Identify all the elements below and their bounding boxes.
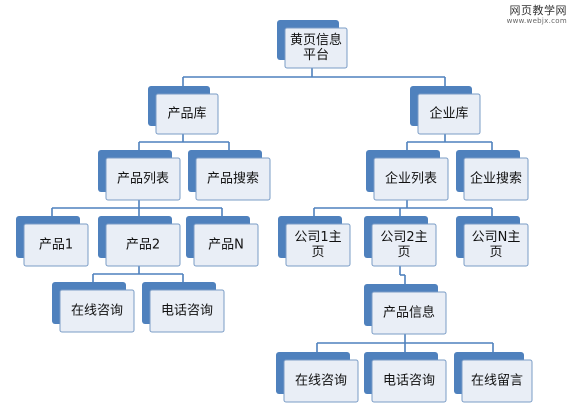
node-box [283,359,359,403]
node-box [371,359,447,403]
node-box [105,157,181,201]
node-box [463,223,529,267]
node-product-library: 产品库 [148,86,219,135]
connector-product-info [316,334,494,352]
node-label: 公司1主 [294,230,341,245]
watermark-site-url: www.webjx.com [506,17,567,25]
node-company-search: 企业搜索 [456,150,529,201]
node-label: 产品N [208,238,244,253]
node-box [417,93,481,135]
node-label: 产品2 [126,238,160,253]
node-label: 平台 [303,48,329,63]
node-label: 产品库 [167,106,206,122]
node-product-info: 产品信息 [364,284,447,335]
node-box [23,223,89,267]
node-product-2: 产品2 [98,216,181,267]
node-box [371,291,447,335]
node-label: 页 [311,245,324,260]
node-label: 黄页信息 [290,32,342,48]
node-product-search: 产品搜索 [188,150,271,201]
node-label: 企业列表 [385,171,437,187]
node-box [105,223,181,267]
node-product-n: 产品N [186,216,259,267]
node-label: 产品1 [39,238,73,253]
connector-product-library [138,134,230,150]
connector-company-library [406,134,493,150]
node-box [155,93,219,135]
node-box [195,157,271,201]
connector-company-2 [399,266,406,284]
node-product-1: 产品1 [16,216,89,267]
node-phone-consult-1: 电话咨询 [142,282,225,333]
node-label: 公司N主 [472,230,521,245]
node-box [461,359,533,403]
node-phone-consult-2: 电话咨询 [364,352,447,403]
node-label: 在线留言 [471,374,523,389]
node-box [371,223,437,267]
node-label: 页 [397,245,410,260]
node-online-consult-2: 在线咨询 [276,352,359,403]
node-label: 企业库 [429,106,468,122]
node-label: 产品搜索 [207,172,259,187]
node-product-list: 产品列表 [98,150,181,201]
connector-company-list [313,200,493,216]
node-label: 页 [489,245,502,260]
node-box [149,289,225,333]
node-box [193,223,259,267]
node-company-library: 企业库 [410,86,481,135]
node-company-list: 企业列表 [366,150,449,201]
connector-product-list [51,200,223,216]
node-box [59,289,135,333]
node-label: 电话咨询 [383,374,435,389]
node-box [463,157,529,201]
node-online-message: 在线留言 [454,352,533,403]
node-label: 在线咨询 [295,374,347,389]
node-label: 在线咨询 [71,304,123,319]
node-label: 公司2主 [380,230,427,245]
node-label: 企业搜索 [470,171,522,187]
watermark: 网页教学网 www.webjx.com [507,4,567,26]
node-label: 产品列表 [117,172,169,187]
node-box [373,157,449,201]
node-box [285,223,351,267]
connector-layer [51,68,494,352]
connector-product-2 [92,266,184,282]
node-box [284,27,348,69]
node-label: 产品信息 [383,305,435,321]
node-online-consult-1: 在线咨询 [52,282,135,333]
connector-root [182,68,446,86]
watermark-site-name: 网页教学网 [509,4,567,17]
node-label: 电话咨询 [161,304,213,319]
